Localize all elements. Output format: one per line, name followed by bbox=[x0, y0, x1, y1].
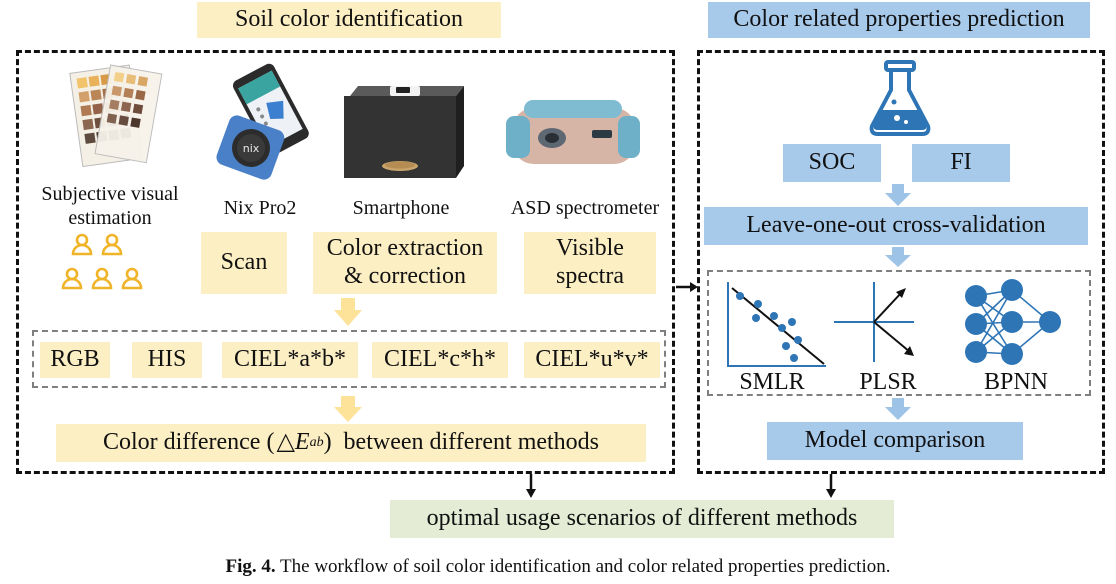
color-space-lch: CIEL*c*h* bbox=[372, 342, 508, 378]
color-difference-suffix: ) between different methods bbox=[323, 429, 600, 456]
scatter-regression-icon bbox=[727, 282, 826, 367]
spectrometer-icon bbox=[506, 100, 640, 164]
connector-arrow-right bbox=[676, 282, 698, 292]
munsell-chart-icon bbox=[69, 64, 163, 168]
caption-text: The workflow of soil color identificatio… bbox=[280, 556, 891, 577]
color-space-rgb: RGB bbox=[40, 342, 110, 378]
flow-arrow-to-color-spaces bbox=[334, 298, 362, 326]
figure-caption: Fig. 4. The workflow of soil color ident… bbox=[0, 556, 1116, 578]
validation-box: Leave-one-out cross-validation bbox=[704, 207, 1088, 245]
model-plsr: PLSR bbox=[859, 369, 917, 395]
flow-arrow-to-validation bbox=[885, 184, 911, 206]
method-visible-spectra: Visible spectra bbox=[524, 232, 656, 294]
flow-arrow-to-comparison bbox=[885, 398, 911, 420]
color-space-his: HIS bbox=[132, 342, 202, 378]
svg-text:nix: nix bbox=[243, 142, 260, 155]
color-difference-prefix: Color difference ( bbox=[102, 429, 275, 456]
left-panel-title: Soil color identification bbox=[197, 2, 501, 38]
plsr-axes-icon bbox=[834, 282, 914, 362]
flow-arrow-to-difference bbox=[334, 396, 362, 422]
flow-arrow-to-models bbox=[885, 247, 911, 267]
device-label-smartphone: Smartphone bbox=[352, 197, 450, 219]
connector-arrow-down-left bbox=[526, 474, 536, 498]
people-group-icon bbox=[61, 233, 143, 290]
models-frame bbox=[707, 270, 1091, 396]
delta-e-subscript: ab bbox=[309, 434, 324, 450]
optimal-scenarios-box: optimal usage scenarios of different met… bbox=[390, 500, 894, 538]
connector-arrow-down-right bbox=[826, 474, 836, 498]
color-space-lab: CIEL*a*b* bbox=[222, 342, 358, 378]
left-panel-frame bbox=[16, 50, 675, 474]
neural-network-icon bbox=[965, 279, 1061, 365]
right-panel-title: Color related properties prediction bbox=[708, 2, 1090, 38]
device-label-nix: Nix Pro2 bbox=[223, 197, 297, 219]
device-label-visual: Subjective visual estimation bbox=[41, 183, 179, 229]
property-fi: FI bbox=[912, 144, 1010, 182]
camera-box-icon bbox=[344, 86, 464, 178]
device-label-asd: ASD spectrometer bbox=[510, 197, 660, 219]
flask-icon bbox=[869, 60, 931, 136]
method-scan: Scan bbox=[201, 232, 287, 294]
right-panel-frame bbox=[697, 50, 1105, 474]
model-smlr: SMLR bbox=[739, 369, 805, 395]
model-comparison-box: Model comparison bbox=[767, 422, 1023, 460]
delta-e-symbol: △E bbox=[276, 429, 310, 456]
method-color-extraction: Color extraction & correction bbox=[313, 232, 497, 294]
color-space-frame bbox=[32, 330, 666, 388]
caption-prefix: Fig. 4. bbox=[225, 556, 276, 577]
nix-sensor-icon: nix bbox=[216, 63, 309, 180]
color-space-luv: CIEL*u*v* bbox=[524, 342, 660, 378]
property-soc: SOC bbox=[783, 144, 881, 182]
model-bpnn: BPNN bbox=[983, 369, 1049, 395]
